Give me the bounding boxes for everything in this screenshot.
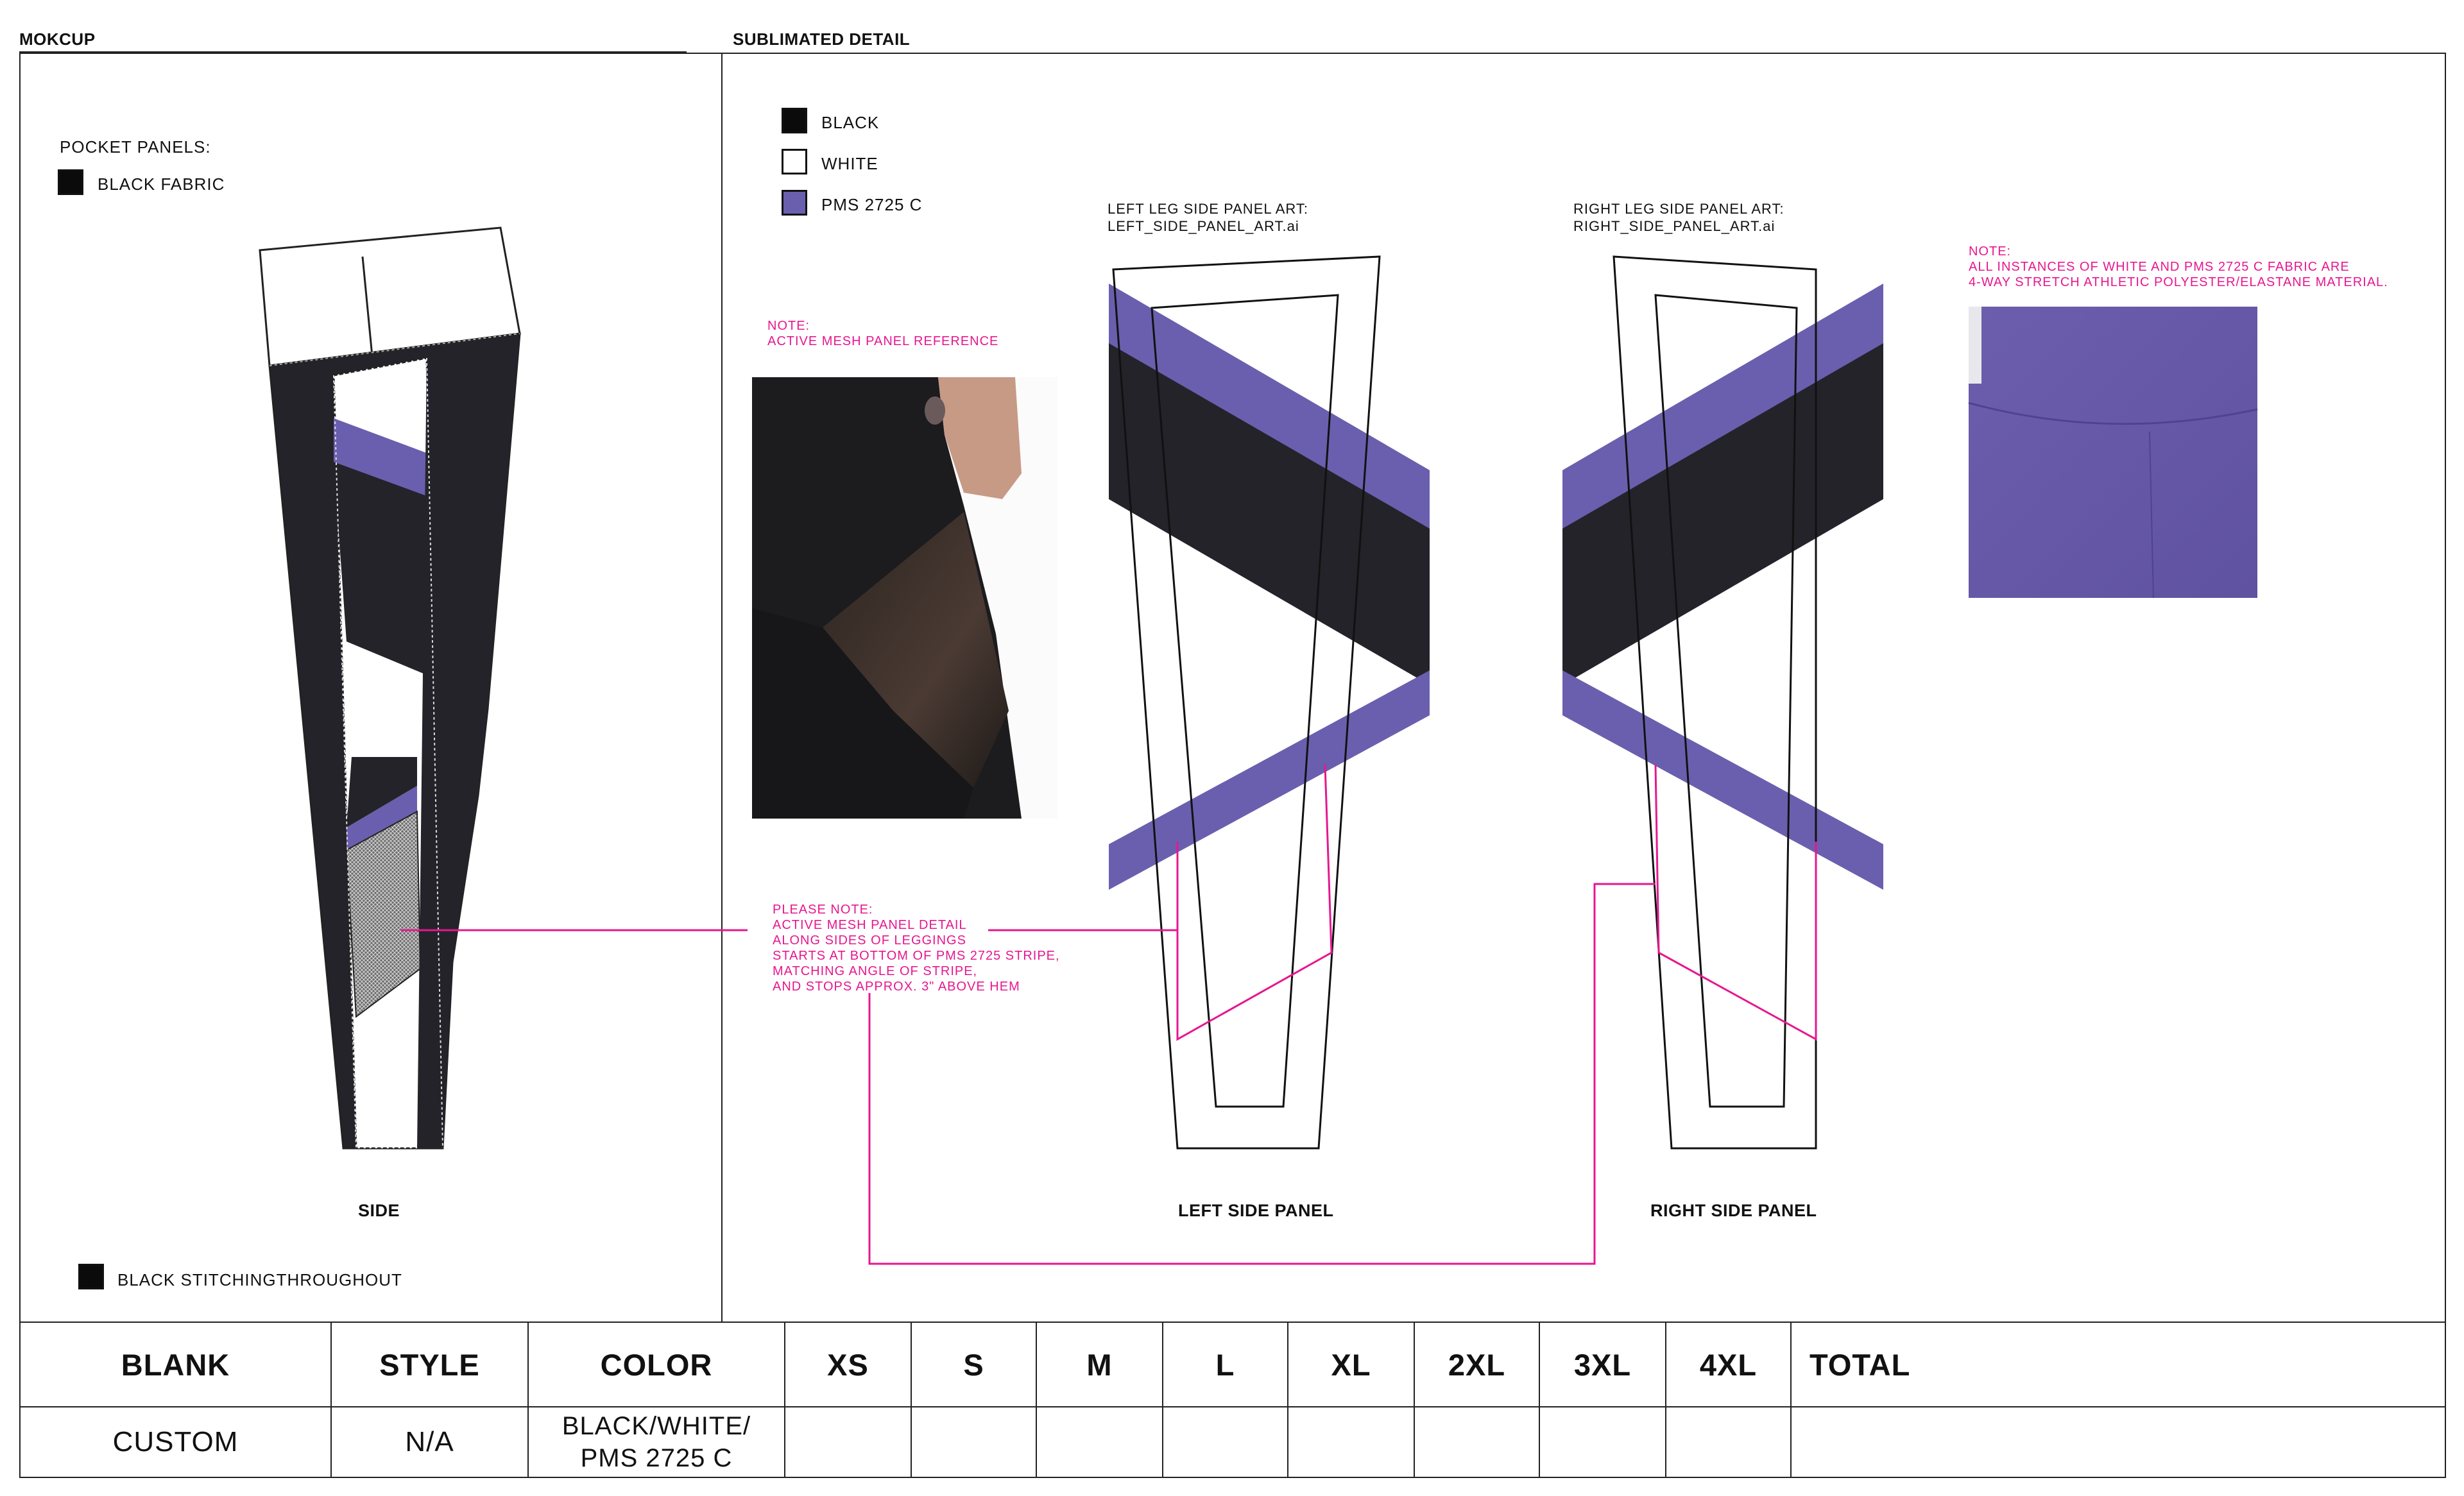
header-style: STYLE bbox=[330, 1322, 529, 1407]
left-side-panel-label: LEFT SIDE PANEL bbox=[1178, 1201, 1334, 1220]
cell-color: BLACK/WHITE/ PMS 2725 C bbox=[527, 1406, 785, 1478]
cell-blank: CUSTOM bbox=[19, 1406, 332, 1478]
side-view-label: SIDE bbox=[358, 1201, 400, 1220]
cell-m[interactable] bbox=[1036, 1406, 1163, 1478]
right-art-caption: RIGHT LEG SIDE PANEL ART: RIGHT_SIDE_PAN… bbox=[1573, 201, 1784, 234]
pocket-panels-title: POCKET PANELS: bbox=[60, 137, 211, 157]
left-art-caption: LEFT LEG SIDE PANEL ART: LEFT_SIDE_PANEL… bbox=[1108, 201, 1308, 234]
header-color: COLOR bbox=[527, 1322, 785, 1407]
legend-purple-swatch bbox=[782, 190, 807, 216]
header-2xl: 2XL bbox=[1414, 1322, 1540, 1407]
legend-black-label: BLACK bbox=[821, 113, 880, 132]
mockup-divider bbox=[19, 51, 687, 53]
cell-s[interactable] bbox=[911, 1406, 1037, 1478]
header-m: M bbox=[1036, 1322, 1163, 1407]
header-4xl: 4XL bbox=[1665, 1322, 1792, 1407]
callout-connector-lines bbox=[868, 883, 1656, 1265]
legend-white-swatch bbox=[782, 149, 807, 174]
header-xs: XS bbox=[784, 1322, 912, 1407]
fabric-material-note: NOTE: ALL INSTANCES OF WHITE AND PMS 272… bbox=[1969, 244, 2388, 289]
cell-3xl[interactable] bbox=[1539, 1406, 1666, 1478]
legend-purple-label: PMS 2725 C bbox=[821, 195, 923, 214]
cell-style: N/A bbox=[330, 1406, 529, 1478]
header-s: S bbox=[911, 1322, 1037, 1407]
header-3xl: 3XL bbox=[1539, 1322, 1666, 1407]
black-stitching-swatch bbox=[78, 1264, 104, 1289]
mesh-detail-note: PLEASE NOTE: ACTIVE MESH PANEL DETAIL AL… bbox=[773, 903, 1060, 994]
purple-fabric-photo bbox=[1968, 307, 2258, 599]
cell-xs[interactable] bbox=[784, 1406, 912, 1478]
cell-2xl[interactable] bbox=[1414, 1406, 1540, 1478]
header-total: TOTAL bbox=[1790, 1322, 2446, 1407]
mesh-reference-note: NOTE: ACTIVE MESH PANEL REFERENCE bbox=[767, 319, 999, 348]
black-fabric-label: BLACK FABRIC bbox=[98, 174, 225, 194]
size-breakdown-table: BLANK STYLE COLOR XS S M L XL 2XL 3XL 4X… bbox=[19, 1322, 2446, 1478]
mockup-frame bbox=[19, 53, 721, 1323]
table-row: CUSTOM N/A BLACK/WHITE/ PMS 2725 C bbox=[19, 1406, 2446, 1478]
cell-l[interactable] bbox=[1162, 1406, 1288, 1478]
cell-xl[interactable] bbox=[1287, 1406, 1415, 1478]
cell-total[interactable] bbox=[1790, 1406, 2446, 1478]
black-fabric-swatch bbox=[58, 169, 83, 195]
left-side-panel-art bbox=[1109, 255, 1430, 1150]
right-side-panel-art bbox=[1562, 255, 1883, 1150]
legend-black-swatch bbox=[782, 108, 807, 133]
table-header-row: BLANK STYLE COLOR XS S M L XL 2XL 3XL 4X… bbox=[19, 1322, 2446, 1407]
header-l: L bbox=[1162, 1322, 1288, 1407]
mockup-section-title: MOKCUP bbox=[19, 30, 96, 49]
sublimated-section-title: SUBLIMATED DETAIL bbox=[733, 30, 911, 49]
legging-side-view bbox=[259, 226, 748, 1150]
legend-white-label: WHITE bbox=[821, 154, 878, 173]
cell-4xl[interactable] bbox=[1665, 1406, 1792, 1478]
mesh-reference-photo bbox=[752, 377, 1057, 819]
header-blank: BLANK bbox=[19, 1322, 332, 1407]
black-stitching-label: BLACK STITCHINGTHROUGHOUT bbox=[117, 1270, 402, 1289]
right-side-panel-label: RIGHT SIDE PANEL bbox=[1650, 1201, 1817, 1220]
header-xl: XL bbox=[1287, 1322, 1415, 1407]
